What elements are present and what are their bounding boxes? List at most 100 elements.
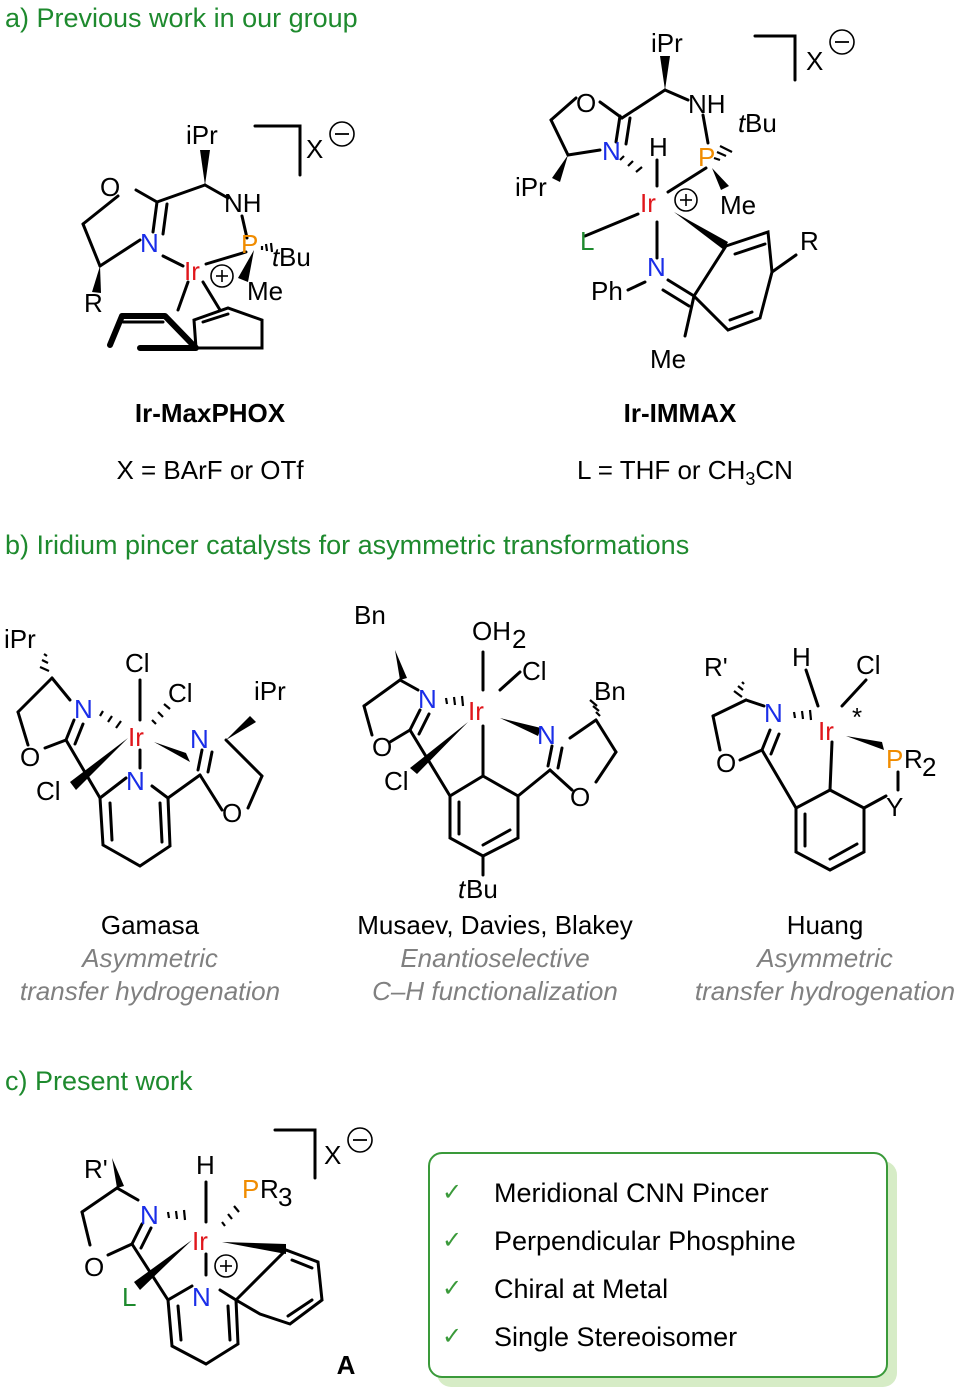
huang-star: * xyxy=(852,702,862,732)
compound-a-label: A xyxy=(336,1350,356,1380)
gamasa-ipr: iPr xyxy=(4,624,36,654)
immax-l: L xyxy=(580,226,594,256)
musaev-o2: O xyxy=(570,782,590,812)
maxphox-ir: Ir xyxy=(184,256,200,286)
musaev-tbu-bu: Bu xyxy=(466,874,498,904)
feature-text: Meridional CNN Pincer xyxy=(494,1178,769,1208)
huang-r-sub: 2 xyxy=(922,752,936,782)
immax-n: N xyxy=(602,136,621,166)
a-r-sub: 3 xyxy=(278,1182,292,1212)
ir-immax-structure: O N iPr NH P t Bu Me H Ir iPr L N Ph Me … xyxy=(515,28,855,374)
feature-text: Chiral at Metal xyxy=(494,1274,669,1304)
section-a-heading: a) Previous work in our group xyxy=(5,3,358,33)
immax-ipr: iPr xyxy=(651,28,683,58)
a-rprime: R' xyxy=(84,1154,108,1184)
musaev-author: Musaev, Davies, Blakey xyxy=(357,910,633,940)
maxphox-o: O xyxy=(100,172,120,202)
musaev-desc-1: Enantioselective xyxy=(400,943,590,973)
huang-h: H xyxy=(792,642,811,672)
immax-p: P xyxy=(698,142,715,172)
gamasa-cl3: Cl xyxy=(36,776,61,806)
maxphox-tbu-bu: Bu xyxy=(279,242,311,272)
gamasa-n3: N xyxy=(190,724,209,754)
musaev-bn2: Bn xyxy=(594,676,626,706)
huang-ir: Ir xyxy=(818,716,834,746)
huang-p: P xyxy=(886,744,903,774)
huang-y: Y xyxy=(886,792,903,822)
musaev-structure: Bn OH 2 Cl N O Ir Cl N O Bn t Bu xyxy=(354,600,626,904)
gamasa-n2: N xyxy=(126,766,145,796)
maxphox-tbu-t: t xyxy=(272,242,281,272)
musaev-ir: Ir xyxy=(468,696,484,726)
huang-cl: Cl xyxy=(856,650,881,680)
a-o: O xyxy=(84,1252,104,1282)
maxphox-r: R xyxy=(84,288,103,318)
a-n2: N xyxy=(192,1282,211,1312)
musaev-cl1: Cl xyxy=(522,656,547,686)
huang-n: N xyxy=(764,698,783,728)
musaev-bn1: Bn xyxy=(354,600,386,630)
check-icon: ✓ xyxy=(442,1179,463,1206)
huang-r: R xyxy=(904,744,923,774)
musaev-o1: O xyxy=(372,732,392,762)
huang-rprime: R' xyxy=(704,652,728,682)
gamasa-n1: N xyxy=(74,694,93,724)
gamasa-cl1: Cl xyxy=(125,648,150,678)
immax-h: H xyxy=(649,132,668,162)
immax-name: Ir-IMMAX xyxy=(623,398,737,428)
musaev-tbu-t: t xyxy=(458,874,467,904)
immax-nh: NH xyxy=(688,89,726,119)
maxphox-name: Ir-MaxPHOX xyxy=(134,398,286,428)
gamasa-ipr2: iPr xyxy=(254,676,286,706)
feature-text: Perpendicular Phosphine xyxy=(494,1226,796,1256)
immax-ipr2: iPr xyxy=(515,172,547,202)
huang-desc-2: transfer hydrogenation xyxy=(694,976,956,1006)
a-x: X xyxy=(324,1140,341,1170)
feature-text: Single Stereoisomer xyxy=(494,1322,738,1352)
gamasa-desc-2: transfer hydrogenation xyxy=(19,976,281,1006)
gamasa-structure: iPr N O Cl Cl Ir Cl N N O iPr xyxy=(4,624,286,868)
immax-me: Me xyxy=(720,190,756,220)
a-ir: Ir xyxy=(192,1226,208,1256)
huang-desc-1: Asymmetric xyxy=(757,943,893,973)
maxphox-me: Me xyxy=(247,276,283,306)
immax-tbu-t: t xyxy=(738,108,747,138)
musaev-desc-2: C–H functionalization xyxy=(372,976,618,1006)
immax-note: L = THF or CH3CN xyxy=(577,455,793,490)
maxphox-nh: NH xyxy=(224,188,262,218)
immax-o: O xyxy=(576,88,596,118)
gamasa-desc-1: Asymmetric xyxy=(82,943,218,973)
musaev-n1: N xyxy=(418,684,437,714)
check-icon: ✓ xyxy=(442,1323,463,1350)
maxphox-x: X xyxy=(306,134,323,164)
features-box: ✓ Meridional CNN Pincer ✓ Perpendicular … xyxy=(428,1152,888,1378)
immax-me2: Me xyxy=(650,344,686,374)
immax-ir: Ir xyxy=(640,188,656,218)
a-h: H xyxy=(196,1150,215,1180)
musaev-oh: OH xyxy=(472,616,511,646)
maxphox-note: X = BArF or OTf xyxy=(116,455,304,485)
section-c-heading: c) Present work xyxy=(5,1066,193,1096)
section-b-heading: b) Iridium pincer catalysts for asymmetr… xyxy=(5,530,690,560)
a-r: R xyxy=(260,1174,279,1204)
gamasa-o2: O xyxy=(222,798,242,828)
compound-a-structure: R' H P R 3 N O Ir L N X xyxy=(80,1127,373,1366)
check-icon: ✓ xyxy=(442,1275,463,1302)
gamasa-author: Gamasa xyxy=(100,910,200,940)
a-l: L xyxy=(122,1282,136,1312)
maxphox-n: N xyxy=(140,228,159,258)
gamasa-ir: Ir xyxy=(128,722,144,752)
maxphox-p: P xyxy=(241,229,258,259)
musaev-cl2: Cl xyxy=(384,766,409,796)
immax-x: X xyxy=(806,46,823,76)
immax-n2: N xyxy=(647,252,666,282)
immax-tbu-bu: Bu xyxy=(745,108,777,138)
huang-author: Huang xyxy=(786,910,864,940)
musaev-n2: N xyxy=(537,720,556,750)
immax-ph: Ph xyxy=(591,276,623,306)
huang-structure: R' H Cl N O Ir * P R 2 Y xyxy=(704,642,936,872)
musaev-oh-sub: 2 xyxy=(512,624,526,654)
gamasa-o1: O xyxy=(20,742,40,772)
